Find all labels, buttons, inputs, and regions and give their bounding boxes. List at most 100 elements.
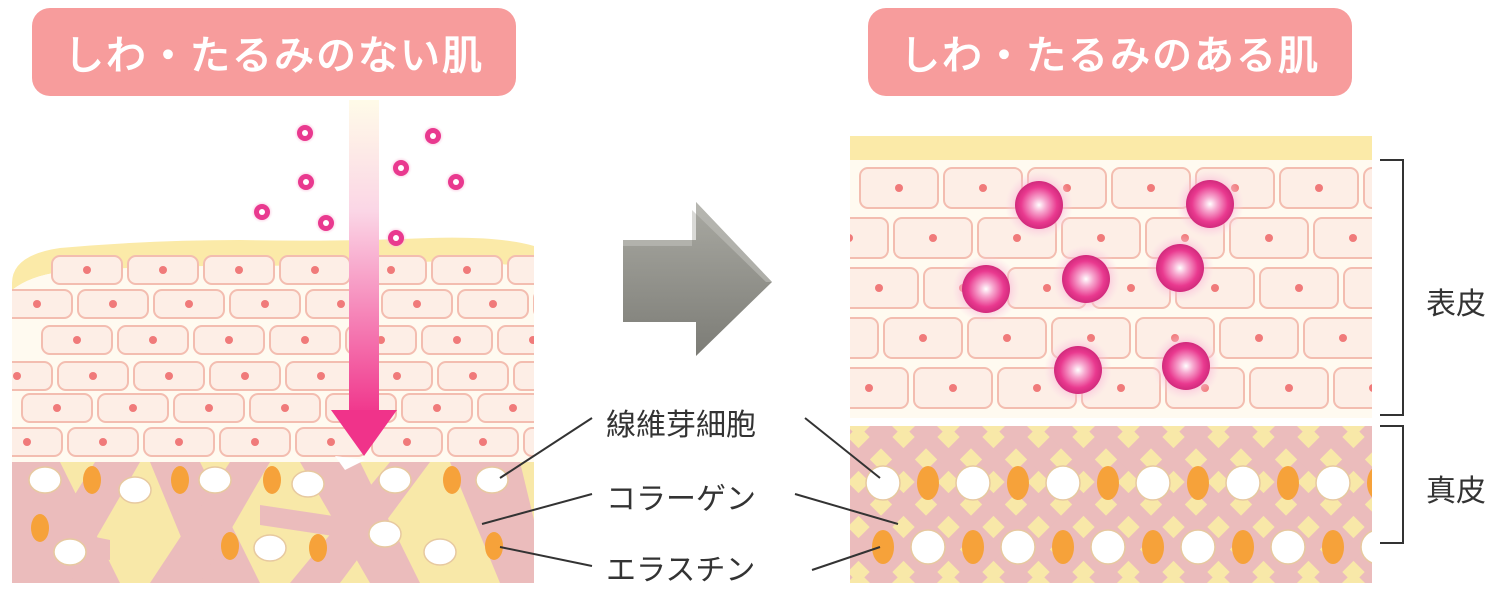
epidermis-cells-left [12, 255, 644, 457]
elastin-fiber [1367, 468, 1372, 498]
elastin-label: エラスチン [606, 553, 756, 588]
epidermis-cell [533, 289, 534, 319]
cell-nucleus [1349, 234, 1357, 242]
cell-nucleus [865, 384, 873, 392]
cell-nucleus [433, 404, 441, 412]
cell-nucleus [241, 372, 249, 380]
cell-nucleus [1423, 334, 1431, 342]
particle-highlight [303, 179, 309, 185]
collagen-fiber [850, 426, 898, 480]
collagen-fiber [1044, 426, 1213, 583]
cell-nucleus [149, 336, 157, 344]
cell-nucleus [1255, 334, 1263, 342]
elastin-fiber [872, 530, 894, 564]
cell-nucleus [403, 438, 411, 446]
active-ingredient-particles [251, 122, 467, 249]
elastin-fiber [1007, 466, 1029, 500]
epidermis-cell [1418, 368, 1496, 408]
collagen-fiber [864, 426, 1033, 583]
right-panel-title: しわ・たるみのある肌 [868, 8, 1352, 96]
elastin-fiber [1277, 466, 1299, 500]
dermis-right [850, 426, 1372, 583]
epidermis-cell [1398, 218, 1476, 258]
cell-nucleus [327, 438, 335, 446]
elastin-fiber [171, 466, 189, 494]
epidermis-cell [1343, 267, 1372, 309]
elastin-fiber [962, 530, 984, 564]
cell-nucleus [1483, 184, 1491, 192]
cell-nucleus [83, 266, 91, 274]
cell-nucleus [1295, 284, 1303, 292]
epidermis-cell [1363, 167, 1372, 209]
cell-nucleus [89, 372, 97, 380]
cell-nucleus [225, 336, 233, 344]
particle-highlight [453, 179, 459, 185]
elastin-fiber [1187, 466, 1209, 500]
active-ingredient-particle [1186, 180, 1234, 228]
fibroblast-cell [475, 466, 509, 494]
epidermis-label: 表皮 [1426, 287, 1486, 322]
elastin-fiber [1322, 530, 1344, 564]
elastin-fiber [1097, 466, 1119, 500]
cell-nucleus [175, 438, 183, 446]
cell-nucleus [281, 404, 289, 412]
collagen-fiber [850, 529, 898, 583]
cell-nucleus [301, 336, 309, 344]
epidermis-cell [574, 326, 644, 354]
cell-nucleus [850, 234, 853, 242]
fibroblast-cell [1360, 530, 1372, 564]
cell-nucleus [261, 300, 269, 308]
epidermis-cell [850, 217, 889, 259]
cell-nucleus [317, 372, 325, 380]
epidermis-cell [1333, 367, 1372, 409]
cell-nucleus [1147, 184, 1155, 192]
cell-nucleus [621, 372, 629, 380]
particle-highlight [398, 165, 404, 171]
right-skin-section [850, 136, 1496, 583]
cell-nucleus [109, 300, 117, 308]
cell-nucleus [1117, 384, 1125, 392]
elastin-fiber [1052, 530, 1074, 564]
epidermis-cell [850, 317, 879, 359]
cell-nucleus [1339, 334, 1347, 342]
cell-nucleus [165, 372, 173, 380]
cell-nucleus [393, 372, 401, 380]
cell-nucleus [13, 372, 21, 380]
fibroblast-cell [910, 529, 946, 565]
elastin-fiber [263, 466, 281, 494]
left-skin-section [12, 100, 644, 583]
active-ingredient-particle [1015, 181, 1063, 229]
cell-nucleus [1453, 384, 1461, 392]
fibroblast-cell [423, 538, 457, 566]
cell-nucleus [509, 404, 517, 412]
cell-nucleus [545, 372, 553, 380]
cell-nucleus [469, 372, 477, 380]
elastin-fiber [1232, 530, 1254, 564]
cell-nucleus [99, 438, 107, 446]
cell-nucleus [1097, 234, 1105, 242]
cell-nucleus [53, 404, 61, 412]
elastin-fiber [917, 466, 939, 500]
fibroblast-cell [1315, 465, 1351, 501]
epidermis-cell [850, 267, 919, 309]
cell-nucleus [251, 438, 259, 446]
active-ingredient-particle [962, 265, 1010, 313]
elastin-fiber [443, 466, 461, 494]
epidermis-cells-right [850, 167, 1496, 409]
fibroblast-cell [1225, 465, 1261, 501]
fibroblast-label: 線維芽細胞 [606, 408, 756, 443]
fibroblast-cell [291, 470, 325, 498]
cell-nucleus [23, 438, 31, 446]
fibroblast-cell [1270, 529, 1306, 565]
active-ingredient-particle [1062, 255, 1110, 303]
epidermis-cell [513, 361, 534, 391]
dermis-left [12, 462, 534, 583]
fibroblast-cell [1045, 465, 1081, 501]
elastin-fiber [83, 466, 101, 494]
cell-nucleus [159, 266, 167, 274]
elastin-fiber [485, 532, 503, 560]
elastin-fiber [221, 532, 239, 560]
left-panel-title: しわ・たるみのない肌 [32, 8, 516, 96]
cell-nucleus [1285, 384, 1293, 392]
